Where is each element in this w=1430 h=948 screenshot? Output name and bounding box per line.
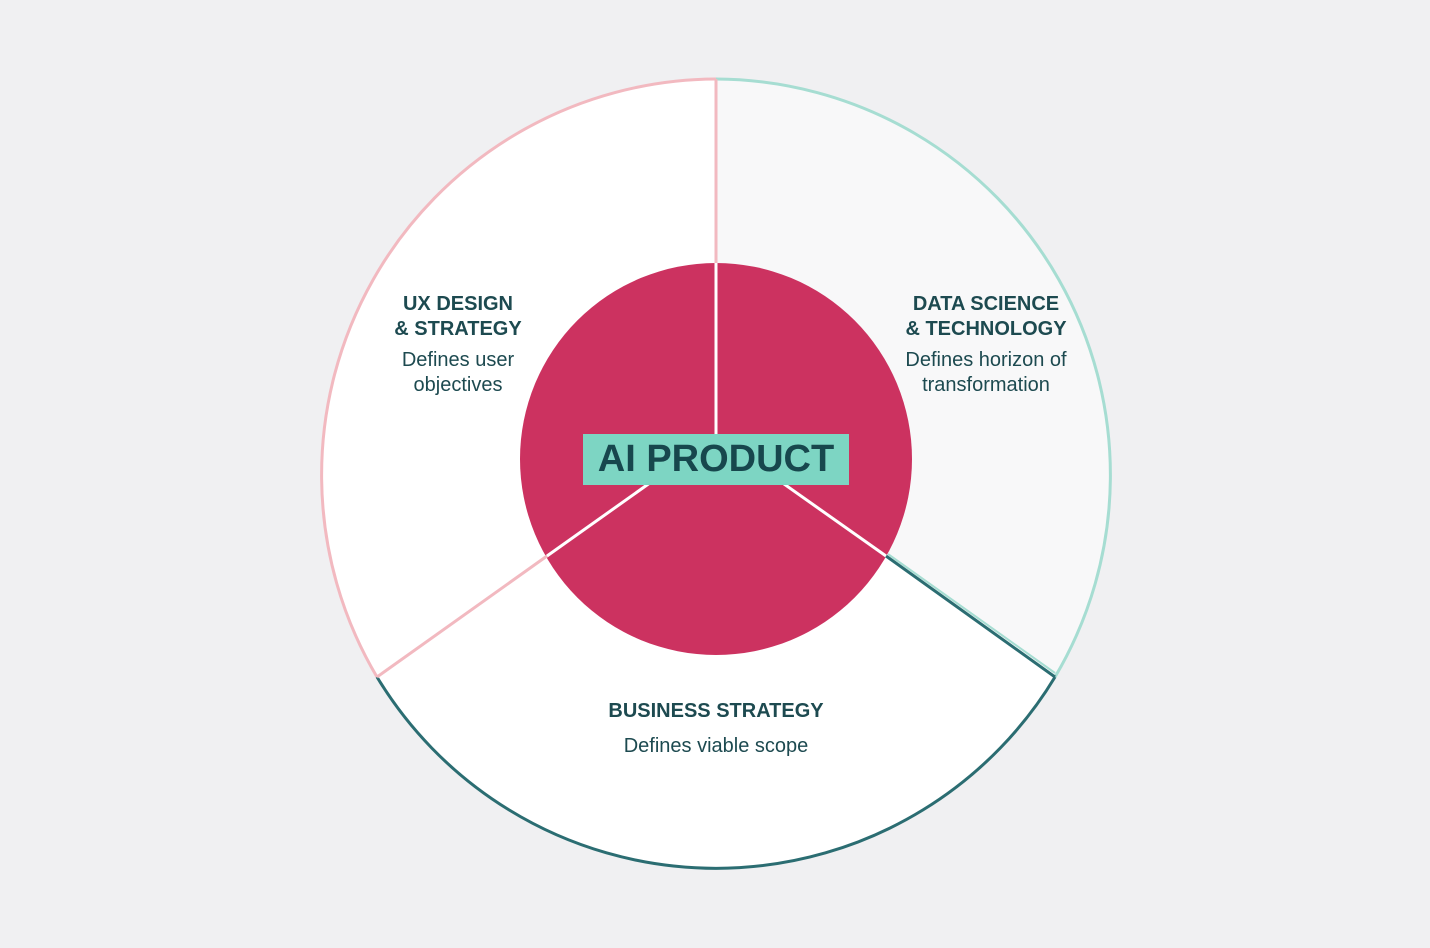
label-data-science: DATA SCIENCE & TECHNOLOGY Defines horizo… [876, 292, 1096, 398]
sector-data-science [716, 79, 1111, 677]
arc-ux-design [320, 77, 717, 678]
center-label: AI PRODUCT [583, 434, 849, 485]
desc-line: Defines horizon of [905, 349, 1067, 371]
desc-line: objectives [413, 374, 503, 396]
arc-business-strategy [375, 676, 1057, 870]
divider-left [376, 554, 548, 679]
title-line: BUSINESS STRATEGY [608, 700, 824, 722]
label-ux-design: UX DESIGN & STRATEGY Defines user object… [358, 292, 558, 398]
desc-line: Defines viable scope [623, 735, 809, 757]
label-business-strategy: BUSINESS STRATEGY Defines viable scope [566, 699, 866, 759]
title-line: DATA SCIENCE [912, 293, 1060, 315]
arc-data-science [715, 77, 1112, 678]
desc-line: transformation [922, 374, 1050, 396]
divider-right-accent [887, 553, 1056, 674]
title-line: & STRATEGY [394, 318, 522, 340]
divider-right [885, 554, 1056, 679]
title-line: & TECHNOLOGY [905, 318, 1067, 340]
desc-line: Defines user [401, 349, 515, 371]
sector-ux-design [321, 79, 716, 677]
title-line: UX DESIGN [402, 293, 514, 315]
